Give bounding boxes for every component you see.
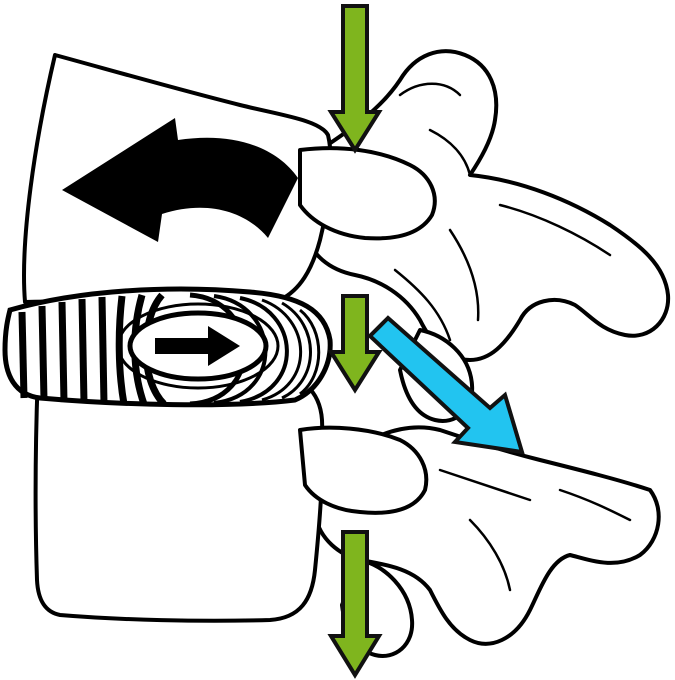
arrow-down-icon xyxy=(331,296,379,390)
middle-load-arrow xyxy=(331,296,379,390)
intervertebral-disc xyxy=(5,289,330,405)
